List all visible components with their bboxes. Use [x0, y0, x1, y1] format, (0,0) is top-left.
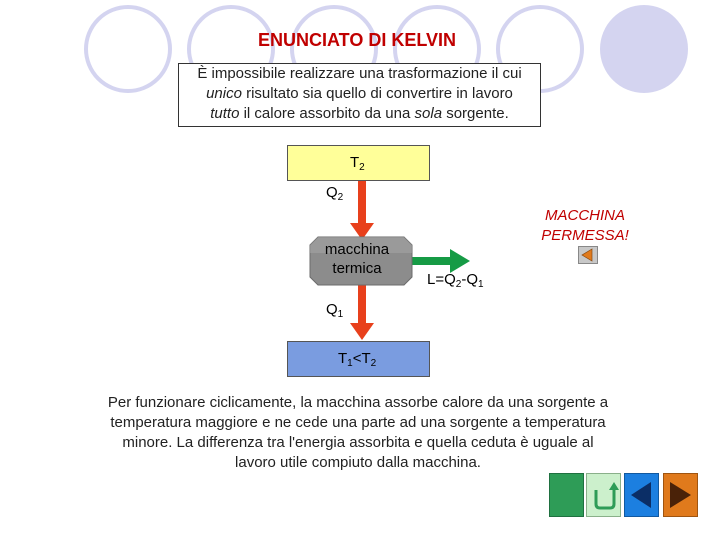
- hot-source: T2: [287, 145, 430, 181]
- forward-button[interactable]: [663, 473, 698, 517]
- decorative-circle: [600, 5, 688, 93]
- back-arrow-icon: [631, 482, 651, 508]
- return-button[interactable]: [586, 473, 621, 517]
- back-button[interactable]: [624, 473, 659, 517]
- return-icon: [594, 482, 619, 510]
- forward-arrow-icon: [670, 482, 691, 508]
- heat-flow-arrowhead-q1: [350, 323, 374, 340]
- hot-source-label: T2: [350, 154, 365, 173]
- kelvin-statement: È impossibile realizzare una trasformazi…: [178, 63, 541, 127]
- decorative-circle: [84, 5, 172, 93]
- cold-source: T1<T2: [287, 341, 430, 377]
- heat-engine-highlight: [310, 237, 412, 253]
- work-arrowhead: [450, 249, 470, 273]
- q1-label: Q1: [326, 301, 344, 320]
- return-triangle-icon: [581, 248, 593, 262]
- home-button[interactable]: [549, 473, 584, 517]
- heat-flow-arrow-q2: [358, 181, 366, 227]
- description-text: Per funzionare ciclicamente, la macchina…: [107, 394, 609, 471]
- page-title: ENUNCIATO DI KELVIN: [257, 30, 456, 50]
- heat-flow-arrow-q1: [358, 280, 366, 326]
- work-arrow: [410, 257, 452, 265]
- q2-label: Q2: [326, 184, 344, 203]
- return-link-button[interactable]: [578, 246, 598, 264]
- work-label: L=Q2-Q1: [427, 271, 484, 290]
- cold-source-label: T1<T2: [338, 350, 377, 369]
- heat-flow-arrowhead-q2: [350, 223, 374, 240]
